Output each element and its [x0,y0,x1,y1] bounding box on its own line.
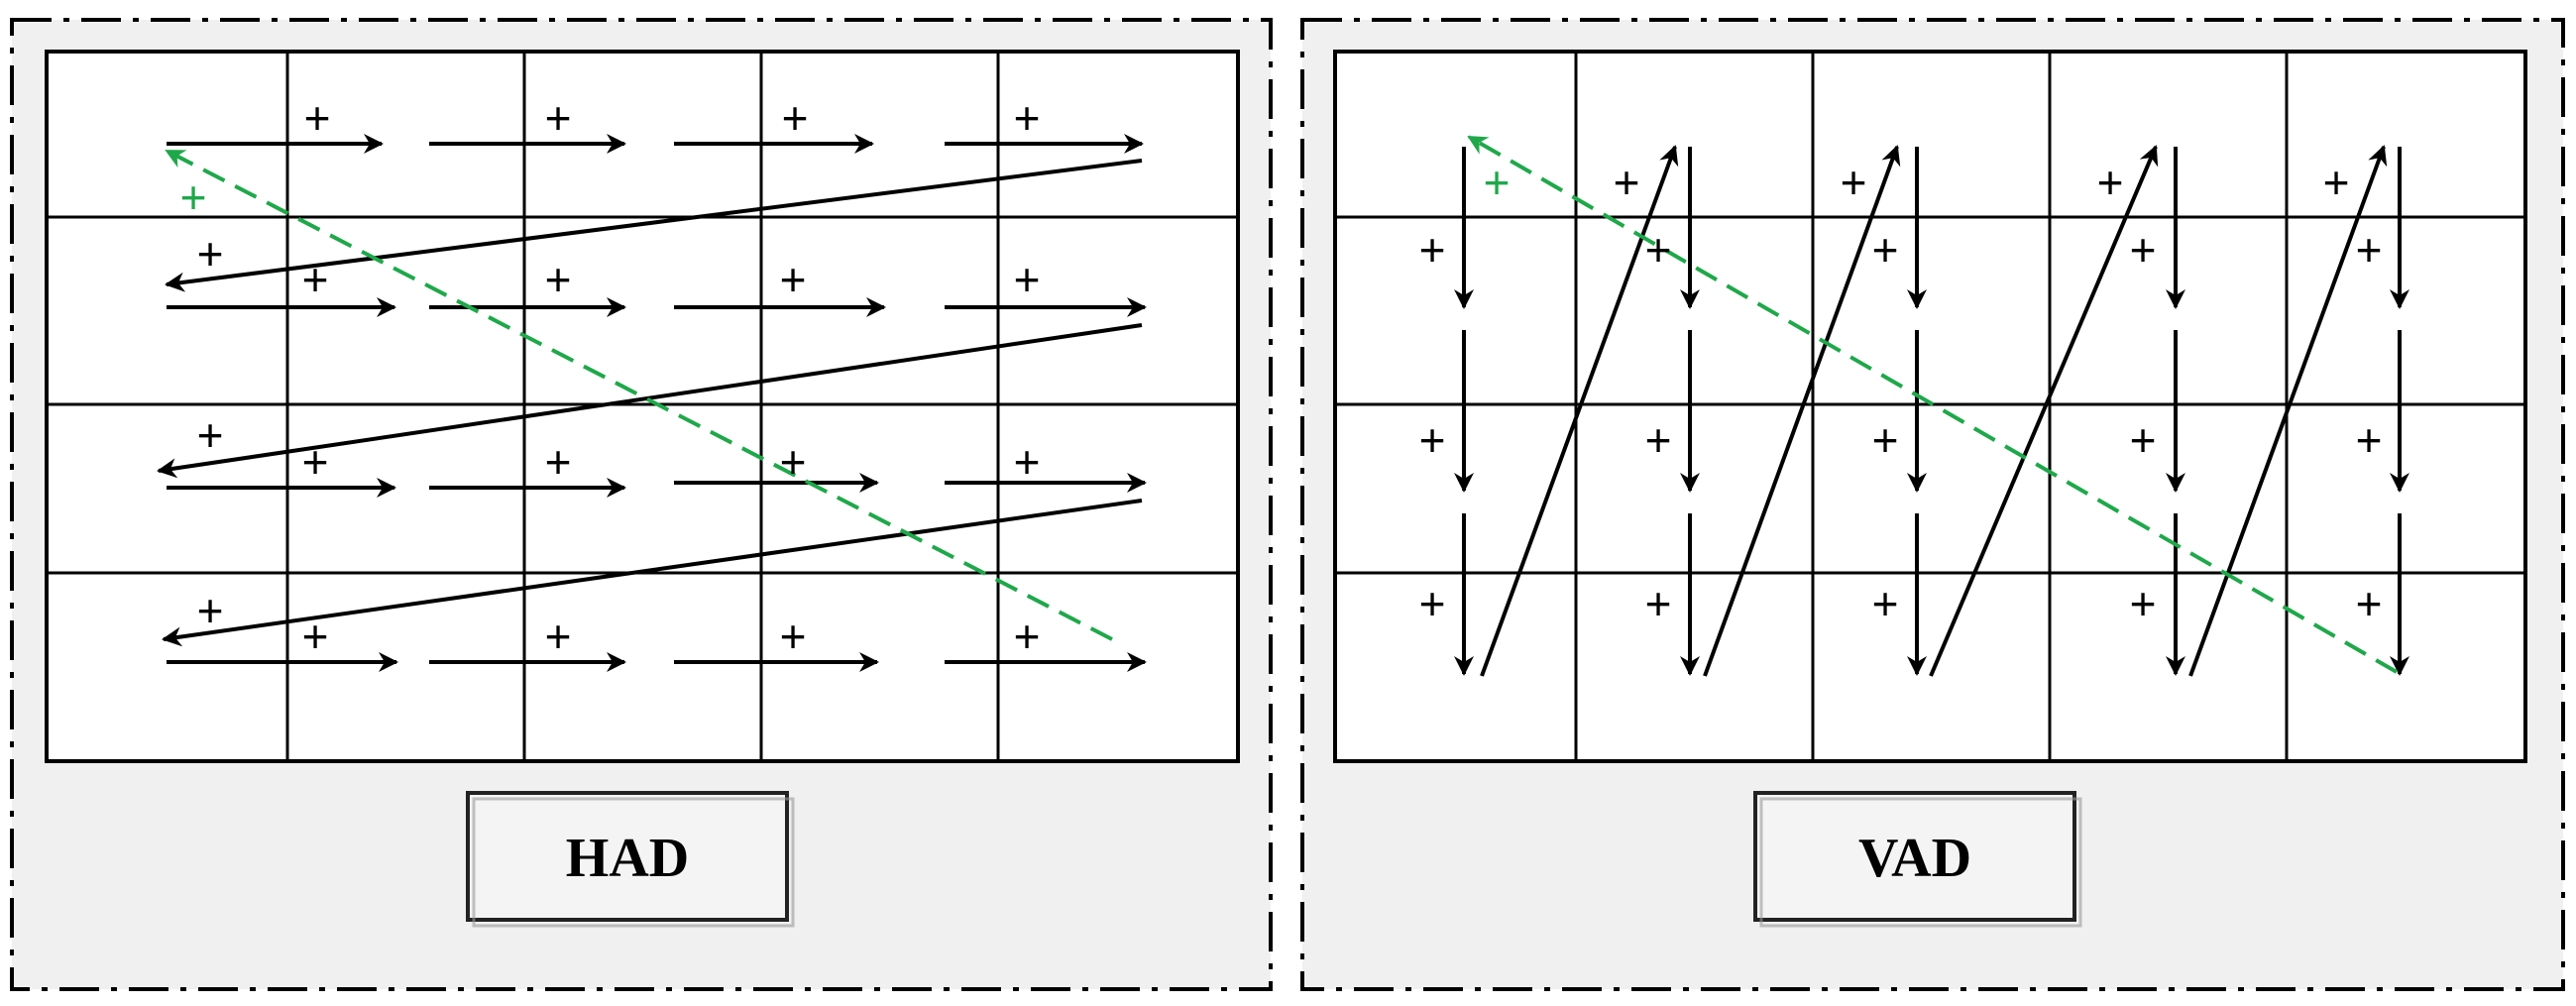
had-plus: + [780,611,807,662]
vad-plus: + [1419,578,1446,629]
had-plus-signs: + + + + + + + + + + + + + + + + + + + + [180,92,1041,662]
vad-grid [1333,50,2527,763]
had-label-box: HAD [466,791,795,928]
vad-diagonal-arrow [1467,135,2398,674]
vad-label-box: VAD [1753,791,2082,928]
had-return-arrow [162,499,1143,647]
had-plus: + [197,228,224,279]
vad-panel: + + + + + + + + + + + + + + + + + + + + … [1300,18,2565,991]
had-plus: + [302,254,329,305]
had-plus: + [545,92,572,144]
vad-scan-arrows [1454,145,2409,677]
had-plus: + [302,611,329,662]
vad-plus: + [1645,224,1672,276]
vad-plus: + [2097,157,2124,208]
vad-plus: + [2356,224,2383,276]
vad-plus-green: + [1484,157,1511,208]
vad-plus-signs: + + + + + + + + + + + + + + + + + + + + [1419,157,2383,629]
had-plus: + [1014,436,1041,488]
had-plus: + [780,254,807,305]
had-plus: + [545,611,572,662]
vad-plus: + [1841,157,1867,208]
vad-plus: + [1614,157,1640,208]
vad-plus: + [1645,578,1672,629]
vad-plus: + [2130,578,2157,629]
had-plus: + [545,254,572,305]
vad-plus: + [2356,578,2383,629]
had-plus: + [197,409,224,461]
had-return-arrow [157,323,1143,479]
had-plus: + [545,436,572,488]
vad-return-arrow [1929,145,2159,677]
had-label: HAD [566,828,689,889]
vad-return-arrow [1703,145,1901,677]
had-plus: + [780,436,807,488]
vad-plus: + [1872,578,1899,629]
vad-plus: + [2130,224,2157,276]
had-grid [45,50,1240,763]
had-return-arrow [165,159,1143,292]
had-plus: + [304,92,331,144]
vad-plus: + [1872,414,1899,466]
had-plus: + [1014,92,1041,144]
had-scan-arrows [157,134,1147,672]
vad-plus: + [1419,224,1446,276]
vad-return-arrow [2188,145,2388,677]
had-plus: + [197,585,224,636]
had-plus: + [1014,611,1041,662]
vad-plus: + [1645,414,1672,466]
had-plus: + [1014,254,1041,305]
vad-plus: + [2356,414,2383,466]
vad-plus: + [2323,157,2350,208]
had-panel: + + + + + + + + + + + + + + + + + + + + … [10,18,1273,991]
had-plus: + [782,92,809,144]
had-plus-green: + [180,171,207,223]
vad-plus: + [1872,224,1899,276]
vad-label: VAD [1858,828,1971,889]
had-plus: + [302,436,329,488]
vad-plus: + [2130,414,2157,466]
vad-plus: + [1419,414,1446,466]
